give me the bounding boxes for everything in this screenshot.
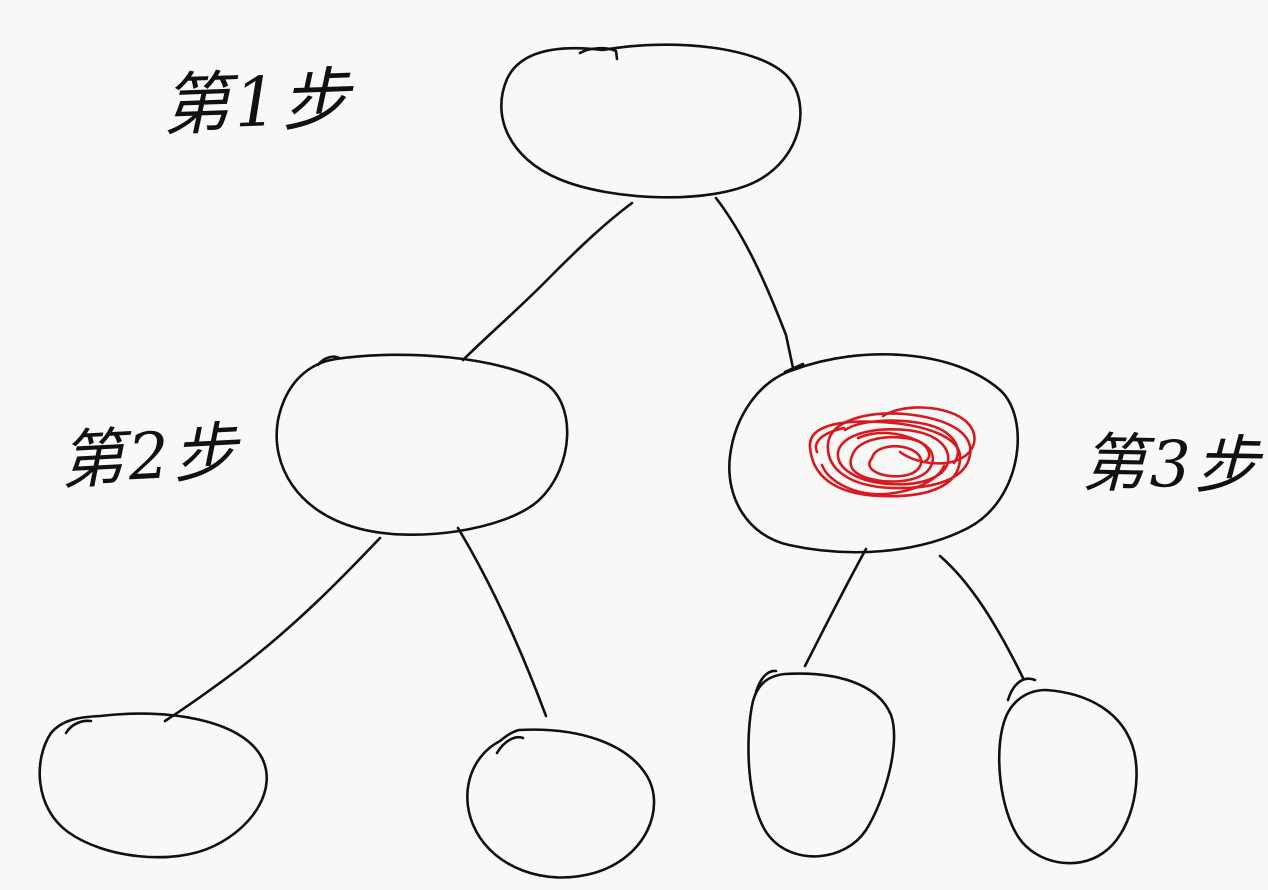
node-right-right-start-mark: [1006, 677, 1037, 702]
node-root-start-mark: [578, 46, 619, 61]
edge-right-rightright: [938, 554, 1025, 680]
scribble-loop-7: [843, 419, 960, 465]
edge-root-left: [461, 201, 634, 362]
node-root: [500, 43, 802, 199]
node-left-left-start-mark: [64, 719, 93, 735]
edge-root-right: [714, 196, 795, 370]
node-left-left: [38, 712, 268, 859]
red-scribble-mark: [808, 406, 976, 498]
step-1-label: 第1步: [160, 60, 355, 146]
node-right-left: [747, 672, 896, 858]
node-left-right-start-mark: [495, 735, 525, 755]
node-right-right: [997, 688, 1138, 865]
node-left-right: [466, 728, 656, 879]
scribble-loop-2: [826, 412, 972, 490]
scribble-loop-10: [814, 426, 846, 454]
node-right: [728, 353, 1019, 554]
step-2-label: 第2步: [58, 415, 243, 499]
scribble-loop-6: [881, 406, 976, 465]
node-left-start-mark: [316, 355, 341, 367]
node-right-left-start-mark: [754, 669, 778, 694]
scribble-loop-9: [856, 431, 931, 464]
scribble-loop-4: [849, 435, 935, 483]
scribble-loop-8: [820, 463, 946, 496]
edge-right-rightleft: [803, 547, 868, 668]
edge-left-leftleft: [163, 536, 382, 723]
edge-left-leftright: [456, 526, 548, 718]
node-left: [275, 353, 569, 537]
step-3-label: 第3步: [1081, 427, 1264, 505]
scribble-loop-5: [868, 445, 923, 478]
node-right-start-mark: [783, 362, 805, 374]
